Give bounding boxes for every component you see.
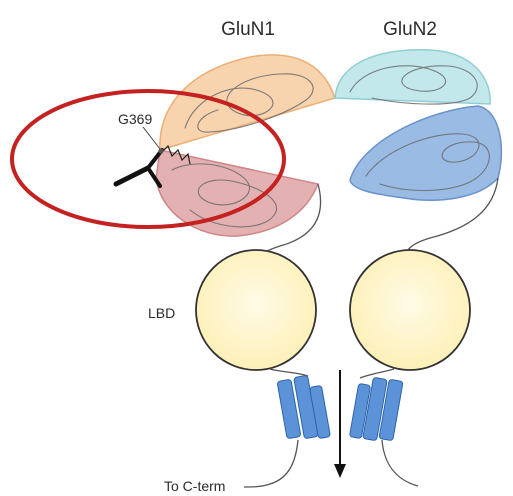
- glun2-lbd-tm-linker: [360, 369, 394, 378]
- glun1-label: GluN1: [221, 19, 275, 40]
- antibody-y-icon: [116, 150, 162, 186]
- glun2-transmembrane-helices: [349, 377, 403, 441]
- glun1-lower-lobe: [156, 150, 318, 236]
- glun2-lbd-domain: [350, 250, 470, 370]
- glun1-lbd-domain: [196, 250, 316, 370]
- glun1-c-terminal-tail: [244, 440, 298, 487]
- down-arrow-icon: [334, 370, 346, 478]
- glun1-transmembrane-helices: [277, 375, 330, 439]
- glun1-upper-lobe: [160, 55, 335, 150]
- c-term-label: To C-term: [164, 478, 225, 494]
- g369-site-dot: [158, 148, 163, 153]
- glun2-upper-lobe: [335, 50, 490, 104]
- lbd-label: LBD: [148, 305, 175, 321]
- glun2-c-terminal-tail: [382, 440, 418, 486]
- g369-label: G369: [118, 111, 152, 127]
- glun2-lower-lobe: [350, 106, 501, 200]
- g369-pointer-line: [143, 127, 160, 149]
- glun1-lbd-tm-linker: [270, 369, 308, 376]
- glun2-label: GluN2: [383, 19, 437, 40]
